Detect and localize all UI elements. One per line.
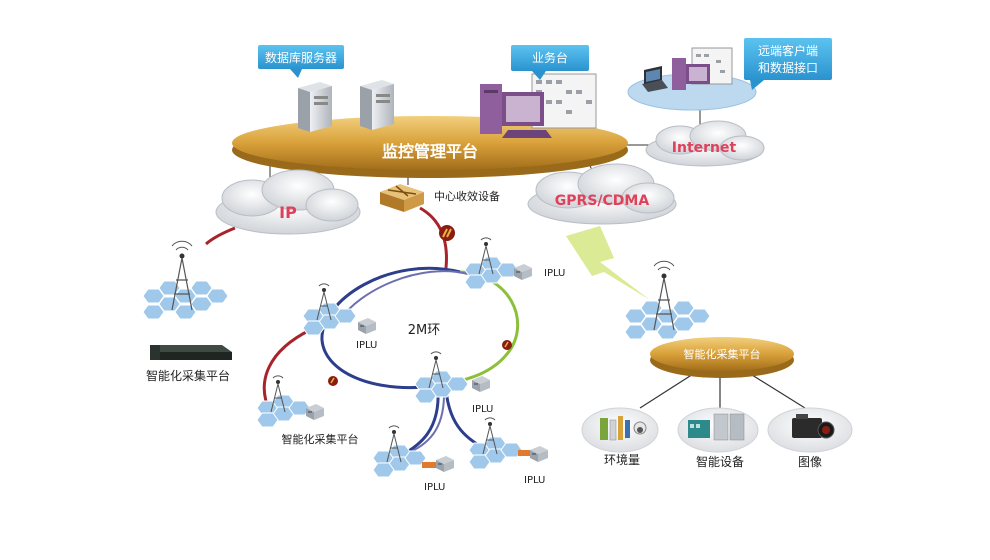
- iplu-label-top: IPLU: [544, 268, 565, 279]
- left-tower-site: [142, 240, 229, 320]
- env-disc: 环境量: [581, 407, 659, 467]
- ring-node-bottom: [414, 351, 490, 404]
- ring-connectors: [328, 225, 512, 386]
- wireless-lightning: [566, 226, 650, 300]
- ring-node-left: [302, 283, 376, 336]
- image-label: 图像: [798, 455, 822, 469]
- db-server-callout: 数据库服务器: [258, 45, 344, 78]
- center-device-label: 中心收效设备: [434, 189, 500, 203]
- iplu-label-left: IPLU: [356, 340, 377, 351]
- center-device: 中心收效设备: [380, 184, 500, 212]
- smart-device-label: 智能设备: [696, 454, 744, 469]
- remote-client-label-line2: 和数据接口: [758, 60, 818, 75]
- spur-node-1: [372, 425, 454, 478]
- business-desk-workstation: [480, 73, 597, 138]
- ring-acquisition-label: 智能化采集平台: [282, 432, 359, 446]
- internet-cloud: Internet: [645, 120, 765, 167]
- ring-node-top: [464, 237, 532, 290]
- smart-device-disc: 智能设备: [677, 407, 759, 469]
- right-acquisition-label: 智能化采集平台: [684, 347, 761, 361]
- remote-client-callout: 远端客户端 和数据接口: [744, 38, 832, 90]
- iplu-label-spur1: IPLU: [424, 482, 445, 493]
- internet-label: Internet: [672, 140, 737, 156]
- business-desk-label: 业务台: [532, 50, 568, 65]
- database-servers: [298, 80, 394, 132]
- ring-node-acquisition: [256, 375, 324, 428]
- db-server-label: 数据库服务器: [265, 50, 337, 65]
- iplu-label-bottom: IPLU: [472, 404, 493, 415]
- right-tower-site: [624, 260, 711, 340]
- ring-label: 2M环: [408, 323, 441, 338]
- env-label: 环境量: [604, 452, 640, 467]
- gprs-cloud: GPRS/CDMA: [527, 163, 677, 225]
- ip-label: IP: [279, 203, 297, 222]
- left-acquisition-device: [150, 345, 232, 360]
- remote-client-group: [627, 47, 757, 111]
- right-acquisition-platform: 智能化采集平台: [650, 337, 794, 378]
- iplu-label-spur2: IPLU: [524, 475, 545, 486]
- gprs-label: GPRS/CDMA: [555, 193, 650, 209]
- image-disc: 图像: [767, 407, 853, 469]
- spur-node-2: [468, 417, 548, 470]
- platform-label: 监控管理平台: [382, 142, 478, 161]
- left-acquisition-label: 智能化采集平台: [146, 368, 230, 383]
- ip-cloud: IP: [215, 169, 361, 235]
- business-desk-callout: 业务台: [511, 45, 589, 80]
- remote-client-label-line1: 远端客户端: [758, 43, 818, 58]
